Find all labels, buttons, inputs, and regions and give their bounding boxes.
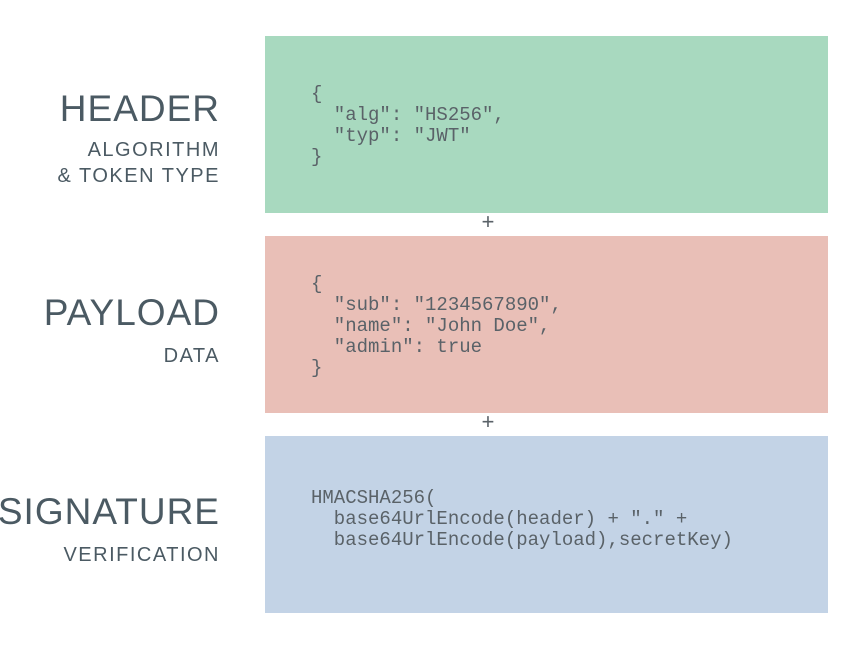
header-code: { "alg": "HS256", "typ": "JWT" } (311, 83, 505, 168)
payload-code: { "sub": "1234567890", "name": "John Doe… (311, 273, 562, 379)
signature-label-group: SIGNATURE VERIFICATION (0, 493, 220, 568)
payload-subtitle: DATA (163, 345, 220, 367)
plus-connector-2: + (481, 411, 495, 436)
signature-code: HMACSHA256( base64UrlEncode(header) + ".… (311, 487, 733, 551)
header-subtitle: ALGORITHM & TOKEN TYPE (57, 139, 220, 187)
signature-title: SIGNATURE (0, 491, 220, 532)
payload-title: PAYLOAD (43, 292, 220, 333)
signature-box: HMACSHA256( base64UrlEncode(header) + ".… (265, 436, 828, 613)
plus-connector-1: + (481, 211, 495, 236)
header-title: HEADER (59, 88, 220, 129)
payload-box: { "sub": "1234567890", "name": "John Doe… (265, 236, 828, 413)
header-label-group: HEADER ALGORITHM & TOKEN TYPE (57, 90, 220, 189)
signature-subtitle: VERIFICATION (63, 544, 220, 566)
payload-label-group: PAYLOAD DATA (44, 294, 220, 369)
header-box: { "alg": "HS256", "typ": "JWT" } (265, 36, 828, 213)
